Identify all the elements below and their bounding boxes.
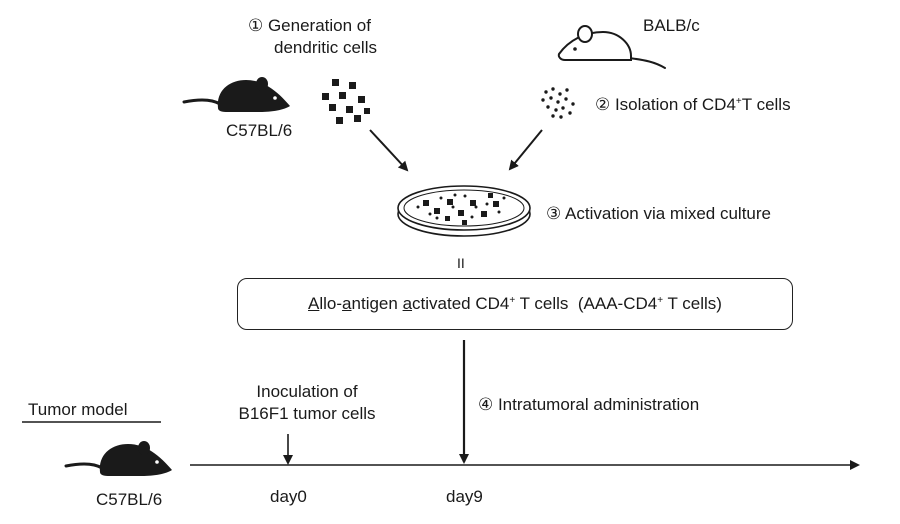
mouse-black-icon [182, 77, 290, 112]
inoculation-label-line1: Inoculation of [256, 382, 358, 401]
mouse-label-c57-bottom: C57BL/6 [96, 490, 163, 509]
equals-sign: II [457, 255, 465, 271]
mouse-label-balbc: BALB/c [643, 16, 700, 35]
mouse-outline-icon [557, 25, 666, 69]
petri-dish-icon [397, 185, 531, 237]
step2-label: ② Isolation of CD4+T cells [595, 95, 791, 114]
day0-label: day0 [270, 487, 307, 506]
mouse-label-c57-top: C57BL/6 [226, 121, 293, 140]
result-box: Allo-antigen activated CD4+ T cells (AAA… [237, 278, 793, 330]
t-cells-icon [541, 87, 575, 119]
mouse-black-icon [64, 441, 172, 476]
step1-label-line2: dendritic cells [274, 38, 377, 57]
step3-label: ③ Activation via mixed culture [546, 204, 772, 223]
step1-label-line1: ① Generation of [248, 16, 371, 35]
dendritic-cells-icon [322, 79, 370, 124]
tumor-model-title: Tumor model [28, 400, 128, 419]
step4-label: ④ Intratumoral administration [478, 395, 700, 414]
arrow-t-to-dish [508, 129, 543, 171]
day9-label: day9 [446, 487, 483, 506]
inoculation-label-line2: B16F1 tumor cells [238, 404, 376, 423]
result-box-text: Allo-antigen activated CD4+ T cells (AAA… [308, 294, 722, 313]
arrow-dc-to-dish [369, 129, 409, 172]
